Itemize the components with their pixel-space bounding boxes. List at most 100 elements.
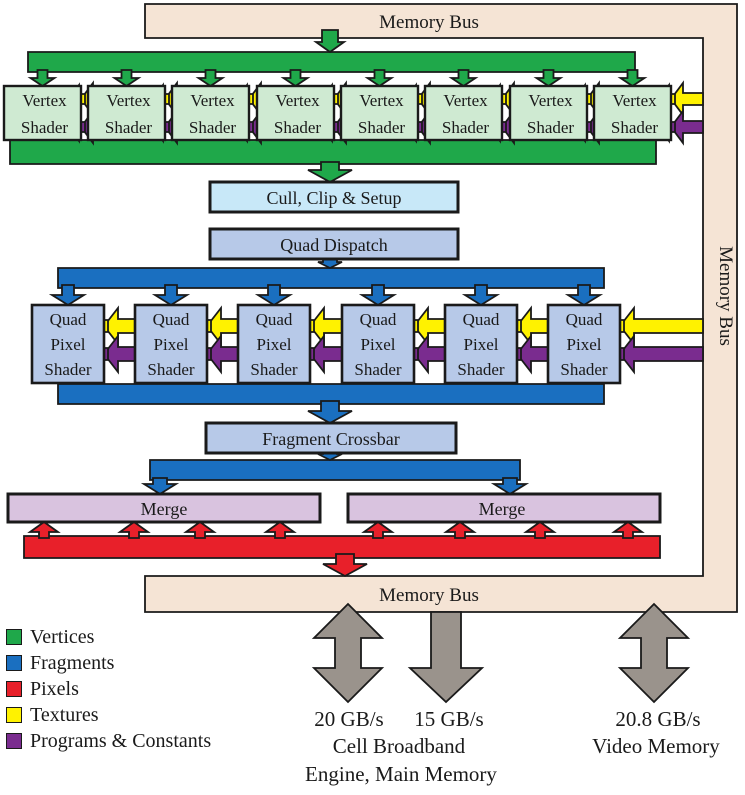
- cell-rate-in-label: 20 GB/s: [314, 707, 383, 731]
- quad-pixel-shader-label-1: Quad: [566, 310, 603, 329]
- vertex-input-tap: [111, 69, 142, 88]
- merge-left-label: Merge: [141, 499, 188, 519]
- vertex-input-tap: [617, 69, 648, 88]
- pixel-bus: [23, 520, 661, 578]
- video-rate-label: 20.8 GB/s: [615, 707, 700, 731]
- legend-item: Fragments: [6, 650, 211, 676]
- pixel-merge-tap: [263, 520, 297, 539]
- merge-left-in-arrow: [140, 477, 180, 496]
- merge-right-label: Merge: [479, 499, 526, 519]
- vertex-output-arrow: [307, 161, 353, 184]
- quad-dispatch-box: [208, 227, 460, 261]
- pixel-to-memory-arrow: [322, 553, 368, 578]
- legend-item: Pixels: [6, 676, 211, 702]
- pixel-merge-tap: [183, 520, 217, 539]
- vertex-shader-box: [508, 84, 589, 142]
- legend-label: Vertices: [30, 625, 95, 648]
- quad-pixel-shader-label-3: Shader: [44, 360, 92, 379]
- quad-pixel-shader-label-2: Pixel: [464, 335, 499, 354]
- texture-feed-arrow: [669, 80, 704, 118]
- legend-swatch: [6, 707, 22, 723]
- memory-bus-top-label: Memory Bus: [379, 12, 479, 33]
- pixel-merge-tap: [27, 520, 61, 539]
- vertex-shader-box: [255, 84, 336, 142]
- texture-feed-arrow: [618, 305, 704, 347]
- legend-label: Textures: [30, 703, 99, 726]
- quad-pixel-shader-box: [340, 303, 416, 385]
- legend-swatch: [6, 629, 22, 645]
- quad-pixel-shader-box: [133, 303, 209, 385]
- merge-box-left: [6, 492, 322, 524]
- quad-output-bar: [57, 383, 605, 405]
- quad-pixel-shader-label-1: Quad: [256, 310, 293, 329]
- quad-pixel-shader-label-3: Shader: [250, 360, 298, 379]
- quad-pixel-shader-label-3: Shader: [560, 360, 608, 379]
- vertex-shader-label-2: Shader: [527, 118, 575, 137]
- cull-clip-setup-box: [208, 180, 460, 214]
- quad-pixel-shader-label-3: Shader: [457, 360, 505, 379]
- vertex-input-tap: [280, 69, 311, 88]
- vertex-input-tap: [533, 69, 564, 88]
- fragment-crossbar-box: [204, 421, 458, 455]
- cull-clip-setup-label: Cull, Clip & Setup: [266, 188, 401, 208]
- quad-pixel-shader-label-1: Quad: [153, 310, 190, 329]
- cell-output-arrow: [407, 611, 485, 704]
- memory-bus-bottom-label: Memory Bus: [379, 585, 479, 606]
- quad-input-tap: [254, 284, 294, 307]
- vertex-shader-label-1: Vertex: [612, 91, 657, 110]
- pixel-merge-tap: [611, 520, 645, 539]
- vertex-shader-label-2: Shader: [442, 118, 490, 137]
- fragment-crossbar-label: Fragment Crossbar: [262, 429, 399, 449]
- pixel-merge-tap: [443, 520, 477, 539]
- vertex-shader-label-2: Shader: [105, 118, 153, 137]
- vertex-shader-box: [170, 84, 251, 142]
- vertex-input-bar: [27, 51, 636, 73]
- legend-item: Textures: [6, 702, 211, 728]
- vertex-shader-label-2: Shader: [611, 118, 659, 137]
- vertex-shader-label-1: Vertex: [275, 91, 320, 110]
- quad-pixel-shader-box: [236, 303, 312, 385]
- quad-pixel-shader-box: [443, 303, 519, 385]
- legend-label: Pixels: [30, 677, 79, 700]
- legend-swatch: [6, 733, 22, 749]
- legend-label: Fragments: [30, 651, 115, 674]
- video-memory-arrow: [617, 602, 691, 704]
- vertex-shader-label-1: Vertex: [443, 91, 488, 110]
- quad-pixel-shader-box: [546, 303, 622, 385]
- vertex-bus: [9, 29, 657, 184]
- vertex-output-bar: [9, 139, 657, 165]
- vertex-shader-label-1: Vertex: [22, 91, 67, 110]
- vertex-shader-label-2: Shader: [189, 118, 237, 137]
- vertex-shader-box: [339, 84, 420, 142]
- quad-pixel-shader-box: [30, 303, 106, 385]
- legend-label: Programs & Constants: [30, 729, 212, 752]
- cell-label-line2: Engine, Main Memory: [305, 762, 497, 786]
- quad-pixel-shader-label-2: Pixel: [257, 335, 292, 354]
- vertex-shader-label-1: Vertex: [106, 91, 151, 110]
- legend-item: Programs & Constants: [6, 728, 211, 754]
- quad-input-tap: [358, 284, 398, 307]
- crossbar-output-bar: [149, 459, 521, 481]
- pixel-merge-tap: [523, 520, 557, 539]
- fragment-bus: [48, 257, 605, 496]
- crossbar-in-arrow: [307, 400, 353, 425]
- vertex-shader-label-2: Shader: [358, 118, 406, 137]
- quad-pixel-shader-label-1: Quad: [50, 310, 87, 329]
- cell-rate-out-label: 15 GB/s: [414, 707, 483, 731]
- vertex-input-tap: [27, 69, 58, 88]
- quad-pixel-shader-label-3: Shader: [147, 360, 195, 379]
- memory-bus-right-label: Memory Bus: [715, 246, 736, 346]
- pixel-bar: [23, 535, 661, 559]
- vertex-shader-label-2: Shader: [274, 118, 322, 137]
- video-memory-label: Video Memory: [592, 734, 720, 758]
- vertex-shader-box: [423, 84, 504, 142]
- legend-item: Vertices: [6, 624, 211, 650]
- pixel-merge-tap: [117, 520, 151, 539]
- quad-pixel-shader-label-2: Pixel: [154, 335, 189, 354]
- quad-input-tap: [564, 284, 604, 307]
- vertex-input-tap: [448, 69, 479, 88]
- quad-input-tap: [461, 284, 501, 307]
